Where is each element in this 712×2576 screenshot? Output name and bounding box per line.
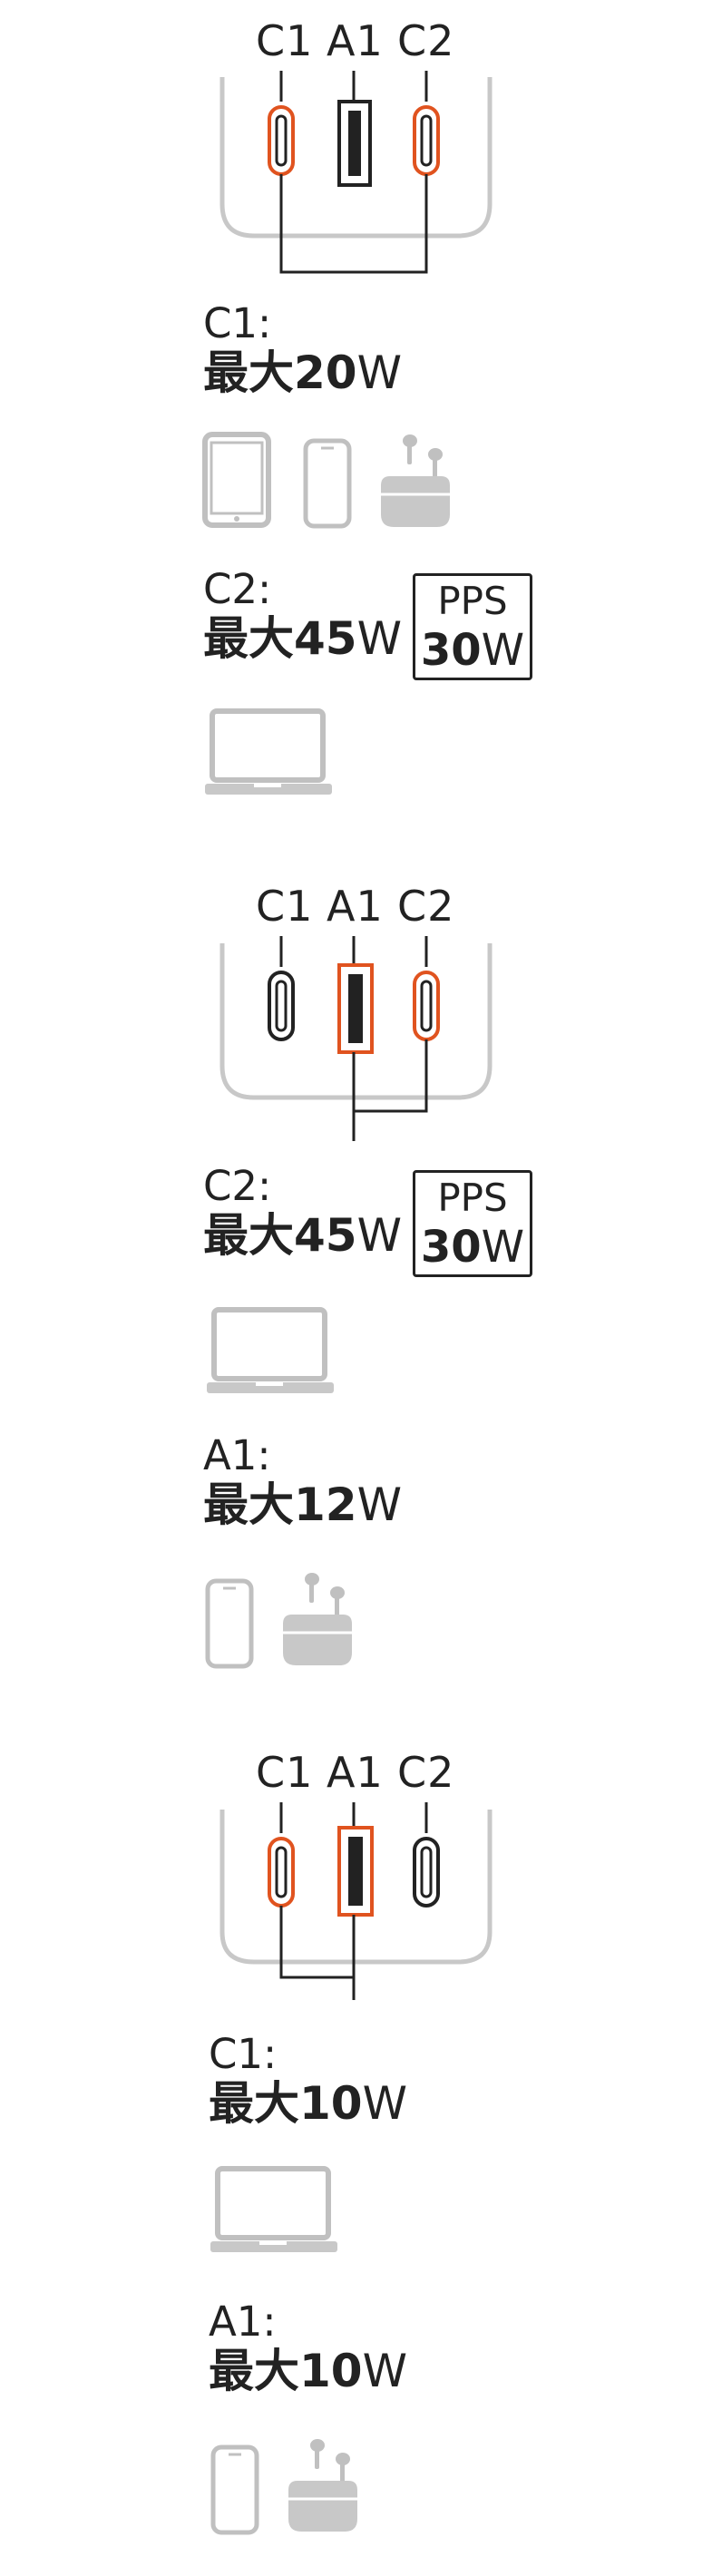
port-label-c2: C2 <box>397 16 455 65</box>
phone-icon <box>205 1578 254 1669</box>
pps-watt: 30W <box>415 1222 530 1273</box>
watt-value: 20 <box>294 346 357 399</box>
pps-badge: PPS 30W <box>413 573 532 680</box>
pps-unit: W <box>481 1222 525 1273</box>
watt-unit: W <box>356 1209 403 1262</box>
port-labels: C1 A1 C2 <box>0 1748 712 1802</box>
spec-c1: C1: 最大10W <box>209 2030 407 2131</box>
port-a1-icon <box>337 1826 374 1917</box>
watt-unit: W <box>356 612 403 665</box>
pps-label: PPS <box>437 1176 508 1220</box>
port-label-a1: A1 <box>327 1748 384 1797</box>
port-a1-icon <box>337 100 372 187</box>
phone-icon <box>210 2444 259 2535</box>
charger-diagram <box>219 1802 493 2000</box>
config-section-2: C1 A1 C2 C2: 最大45W PPS 30W A1: 最大12W <box>0 862 712 1696</box>
watt-unit: W <box>362 2077 408 2130</box>
watt-value: 45 <box>294 1209 357 1262</box>
earbuds-icon <box>288 2439 357 2532</box>
spec-c1: C1: 最大20W <box>203 299 402 400</box>
port-labels: C1 A1 C2 <box>0 16 712 71</box>
port-label-c1: C1 <box>256 1748 314 1797</box>
spec-c2: C2: 最大45W <box>203 565 402 666</box>
watt-unit: W <box>356 346 403 399</box>
charger-outline <box>219 1810 493 1965</box>
config-section-3: C1 A1 C2 C1: 最大10W A1: 最大10W <box>0 1728 712 2576</box>
spec-watt: 最大45W <box>203 1209 402 1262</box>
laptop-icon <box>210 2166 337 2252</box>
charger-outline <box>219 943 493 1100</box>
watt-prefix: 最大 <box>203 346 294 399</box>
earbuds-icon <box>381 434 450 527</box>
spec-c2: C2: 最大45W <box>203 1162 402 1263</box>
tablet-icon <box>202 432 271 528</box>
spec-port-label: A1: <box>209 2298 277 2346</box>
watt-value: 10 <box>299 2077 363 2130</box>
charger-diagram <box>219 71 493 274</box>
earbuds-icon <box>283 1573 352 1665</box>
port-label-a1: A1 <box>327 16 384 65</box>
port-c2-icon <box>413 1837 440 1908</box>
pps-badge: PPS 30W <box>413 1170 532 1277</box>
port-label-a1: A1 <box>327 882 384 931</box>
spec-watt: 最大45W <box>203 612 402 665</box>
port-c1-icon <box>268 971 295 1041</box>
spec-port-label: C2: <box>203 565 272 613</box>
spec-port-label: C1: <box>203 299 272 347</box>
pps-value: 30 <box>420 1222 482 1273</box>
spec-port-label: C2: <box>203 1162 272 1210</box>
pps-label: PPS <box>437 579 508 623</box>
port-labels: C1 A1 C2 <box>0 882 712 936</box>
watt-value: 12 <box>294 1478 357 1531</box>
spec-watt: 最大20W <box>203 346 402 399</box>
pps-unit: W <box>481 625 525 676</box>
watt-value: 45 <box>294 612 357 665</box>
pps-watt: 30W <box>415 625 530 676</box>
config-section-1: C1 A1 C2 C1: 最大20W C2: 最大45W <box>0 0 712 816</box>
spec-port-label: C1: <box>209 2030 278 2078</box>
spec-a1: A1: 最大10W <box>209 2298 407 2398</box>
port-label-c2: C2 <box>397 882 455 931</box>
port-a1-icon <box>337 963 374 1054</box>
watt-unit: W <box>356 1478 403 1531</box>
port-label-c1: C1 <box>256 882 314 931</box>
connection-line <box>354 1039 428 1113</box>
connection-line <box>279 1906 354 1979</box>
connection-line <box>279 174 428 274</box>
port-label-c1: C1 <box>256 16 314 65</box>
spec-watt: 最大12W <box>203 1478 402 1531</box>
charger-diagram <box>219 936 493 1141</box>
watt-prefix: 最大 <box>209 2345 299 2397</box>
watt-value: 10 <box>299 2345 363 2397</box>
phone-icon <box>303 438 352 529</box>
laptop-icon <box>205 708 332 795</box>
laptop-icon <box>207 1307 334 1393</box>
spec-a1: A1: 最大12W <box>203 1431 402 1532</box>
watt-unit: W <box>362 2345 408 2397</box>
spec-watt: 最大10W <box>209 2345 407 2397</box>
watt-prefix: 最大 <box>203 612 294 665</box>
port-label-c2: C2 <box>397 1748 455 1797</box>
pps-value: 30 <box>420 625 482 676</box>
watt-prefix: 最大 <box>203 1209 294 1262</box>
spec-watt: 最大10W <box>209 2077 407 2130</box>
watt-prefix: 最大 <box>203 1478 294 1531</box>
spec-port-label: A1: <box>203 1431 271 1479</box>
watt-prefix: 最大 <box>209 2077 299 2130</box>
charger-outline <box>219 77 493 239</box>
